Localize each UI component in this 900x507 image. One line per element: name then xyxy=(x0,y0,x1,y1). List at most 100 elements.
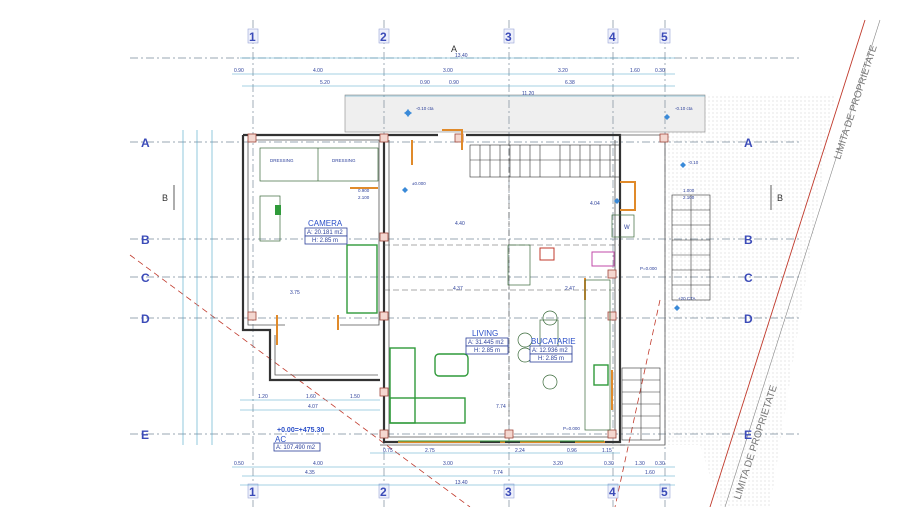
level-note: ±0.000 xyxy=(412,181,426,186)
axis-1-top: 1 xyxy=(249,30,256,44)
section-mark-left: B xyxy=(162,193,168,203)
room-living: LIVING A: 31.445 m2 H: 2.85 m xyxy=(465,329,509,355)
dim-label: 3.00 xyxy=(443,461,453,467)
room-name: BUCATARIE xyxy=(531,337,576,346)
dim-label: 1.60 xyxy=(306,394,316,400)
dim-overall-bottom: 13.40 xyxy=(455,480,468,486)
axis-e-right: E xyxy=(744,428,752,442)
axis-d-left: D xyxy=(141,312,150,326)
level-marker-icon xyxy=(674,305,680,311)
dressing-label: DRESSING xyxy=(270,158,294,163)
dim-label: 3.75 xyxy=(290,290,300,296)
axis-a-right: A xyxy=(744,136,753,150)
total-area: A: 107.490 m2 xyxy=(276,445,316,451)
dim-label: 6.38 xyxy=(565,80,575,86)
terrace-hatch xyxy=(665,95,835,507)
dim-label: 0.30 xyxy=(604,461,614,467)
dim-label: 1.60 xyxy=(645,470,655,476)
section-mark-top: A xyxy=(451,44,457,54)
level-note: -0.10 cta xyxy=(675,106,693,111)
axis-c-left: C xyxy=(141,271,150,285)
axis-5-top: 5 xyxy=(661,30,668,44)
dim-label: 4.00 xyxy=(313,68,323,74)
roof-overhang xyxy=(344,94,706,133)
axis-b-left: B xyxy=(141,233,150,247)
room-height: H: 2.85 m xyxy=(312,238,338,244)
dim-label: 11.20 xyxy=(522,91,534,97)
room-name: CAMERA xyxy=(308,219,343,228)
washer-label: W xyxy=(624,225,630,231)
axis-3-top: 3 xyxy=(505,30,512,44)
dim-label: 5.20 xyxy=(320,80,330,86)
bed xyxy=(259,195,281,242)
dim-label: 7.74 xyxy=(493,470,503,476)
level-marker-icon xyxy=(680,162,686,168)
door-size: 2.100 xyxy=(683,195,695,200)
axis-d-right: D xyxy=(744,312,753,326)
washer xyxy=(611,214,635,238)
property-limit-line xyxy=(709,19,866,507)
axis-1-bottom: 1 xyxy=(249,485,256,499)
level-annotations: -0.10 cta -0.10 cta ±0.000 0.900 2.100 1… xyxy=(290,106,699,431)
dim-label: 0.90 xyxy=(234,68,244,74)
axis-labels-bottom: 1 2 3 4 5 xyxy=(247,483,671,499)
dim-label: 1.30 xyxy=(635,461,645,467)
dim-label: 4.37 xyxy=(453,286,463,292)
stove xyxy=(593,364,609,386)
level-note: P=0.000 xyxy=(563,426,580,431)
wardrobe-2 xyxy=(346,244,378,314)
dim-label: 4.40 xyxy=(455,221,465,227)
axis-a-left: A xyxy=(141,136,150,150)
axis-4-top: 4 xyxy=(609,30,616,44)
dim-label: 0.90 xyxy=(449,80,459,86)
level-note: P=0.000 xyxy=(640,266,657,271)
top-dimensions: 13.40 0.90 4.00 3.00 3.20 1.60 0.30 5.20… xyxy=(232,53,705,97)
room-bucatarie: BUCATARIE A: 12.936 m2 H: 2.85 m xyxy=(529,337,576,363)
axis-b-right: B xyxy=(744,233,753,247)
dim-label: 7.74 xyxy=(496,404,506,410)
dim-label: 0.96 xyxy=(567,448,577,454)
setback-line-2 xyxy=(614,299,661,507)
room-area: A: 12.936 m2 xyxy=(532,348,568,354)
level-marker-icon xyxy=(404,109,412,117)
dim-label: 4.07 xyxy=(308,404,318,410)
dim-overall-top: 13.40 xyxy=(455,53,468,59)
dim-label: 0.90 xyxy=(420,80,430,86)
axis-labels-top: 1 2 3 4 5 xyxy=(247,28,671,44)
room-camera: CAMERA A: 20.181 m2 H: 2.85 m xyxy=(304,219,348,245)
dim-label: 4.04 xyxy=(590,201,600,207)
level-note: +20 CTA xyxy=(678,296,696,301)
axis-4-bottom: 4 xyxy=(609,485,616,499)
level-note: -0.10 xyxy=(688,160,699,165)
left-dimensions: 1.20 1.60 1.50 4.07 xyxy=(182,130,380,445)
sofa xyxy=(389,347,416,424)
dim-label: 3.20 xyxy=(558,68,568,74)
dim-label: 1.20 xyxy=(258,394,268,400)
dim-label: 0.50 xyxy=(234,461,244,467)
room-area: A: 31.445 m2 xyxy=(468,340,504,346)
room-height: H: 2.85 m xyxy=(474,348,500,354)
axis-labels-left: A B C D E xyxy=(141,136,150,442)
kitchen-counter xyxy=(584,279,611,431)
section-mark-right: B xyxy=(777,193,783,203)
dim-label: 2.75 xyxy=(425,448,435,454)
floor-summary: +0.00=+475.30 AC A: 107.490 m2 xyxy=(273,427,324,452)
dim-label: 1.15 xyxy=(602,448,612,454)
axis-2-bottom: 2 xyxy=(380,485,387,499)
door-size: 1.000 xyxy=(683,188,695,193)
level-marker-icon xyxy=(664,114,670,120)
island xyxy=(507,244,531,286)
room-dressing: DRESSING DRESSING xyxy=(270,158,356,163)
level-note: -0.10 cta xyxy=(416,106,434,111)
property-limit-label: LIMITA DE PROPRIETATE xyxy=(832,44,879,161)
floor-level: +0.00=+475.30 xyxy=(277,427,324,434)
level-marker-icon xyxy=(402,187,408,193)
axis-2-top: 2 xyxy=(380,30,387,44)
dim-label: 0.30 xyxy=(655,68,665,74)
axis-labels-right: A B C D E xyxy=(744,136,753,442)
bottom-dimensions: 0.75 2.75 2.24 0.96 1.15 0.50 4.00 3.00 … xyxy=(232,448,675,486)
room-height: H: 2.85 m xyxy=(538,356,564,362)
wardrobe xyxy=(259,147,379,182)
axis-e-left: E xyxy=(141,428,149,442)
